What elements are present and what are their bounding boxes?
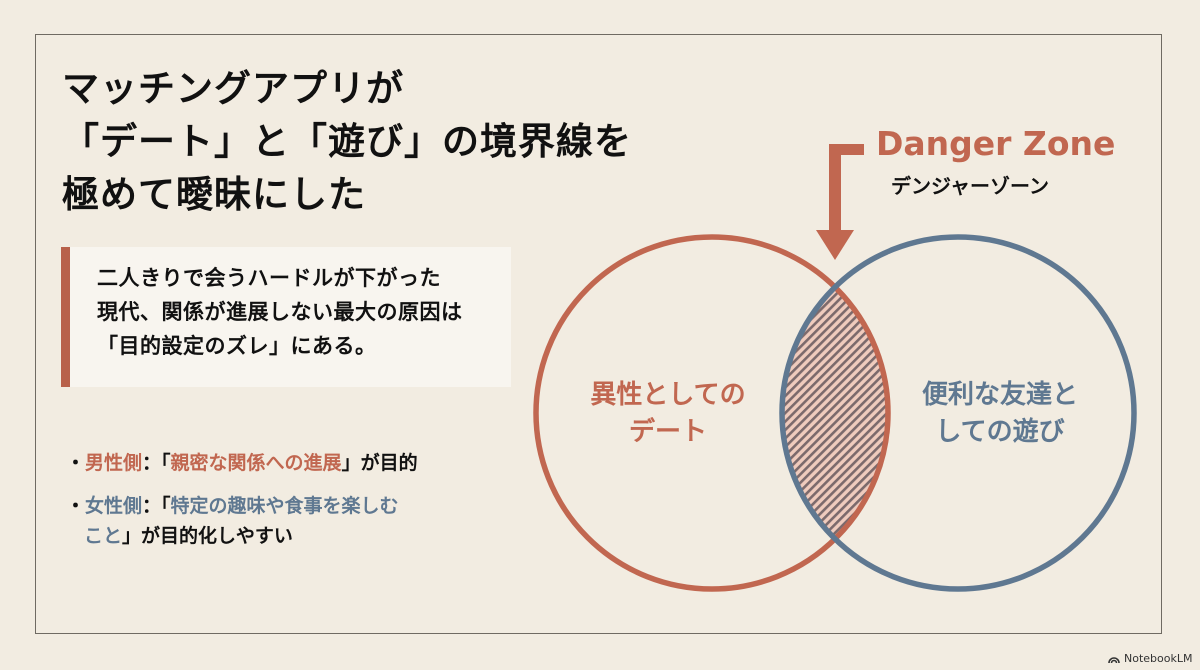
notebooklm-brand: NotebookLM [1108, 652, 1192, 665]
date-circle [533, 234, 891, 592]
bullet-tail: 」が目的化しやすい [122, 525, 293, 547]
bullet-highlight: 特定の趣味や食事を楽しむ [170, 495, 399, 517]
venn-label-line: しての遊び [935, 417, 1065, 447]
bullet-highlight: 親密な関係への進展 [170, 452, 342, 474]
bullet-dot: ・ [66, 495, 86, 517]
venn-label-line: デート [628, 417, 707, 447]
title-line: 極めて曖昧にした [62, 173, 366, 216]
callout-line: 現代、関係が進展しない最大の原因は [97, 300, 463, 324]
slide-frame [35, 34, 1162, 634]
venn-label-line: 異性としての [590, 380, 746, 410]
venn-label-left: 異性としての デート [578, 377, 758, 451]
bullet-tail: 」が目的 [341, 452, 418, 474]
brand-label: NotebookLM [1124, 652, 1193, 665]
bullet-list: ・男性側：「親密な関係への進展」が目的 ・女性側：「特定の趣味や食事を楽しむ こ… [66, 448, 418, 564]
slide-title: マッチングアプリが 「デート」と「遊び」の境界線を 極めて曖昧にした [62, 62, 632, 221]
bullet-subject: 女性側 [85, 495, 143, 517]
danger-zone-subtitle: デンジャーゾーン [891, 174, 1049, 198]
callout-line: 「目的設定のズレ」にある。 [97, 334, 377, 358]
bullet-highlight-cont: こと [84, 525, 123, 547]
bullet-item-male: ・男性側：「親密な関係への進展」が目的 [66, 448, 418, 478]
play-circle [779, 234, 1137, 592]
notebooklm-logo-icon [1108, 656, 1120, 663]
danger-arrow-icon [816, 144, 864, 260]
title-line: マッチングアプリが [62, 67, 404, 110]
bullet-continuation: こと」が目的化しやすい [66, 521, 418, 551]
bullet-item-female: ・女性側：「特定の趣味や食事を楽しむ こと」が目的化しやすい [66, 491, 418, 551]
callout-box: 二人きりで会うハードルが下がった 現代、関係が進展しない最大の原因は 「目的設定… [61, 247, 511, 387]
bullet-separator: ：「 [142, 452, 171, 474]
danger-zone-title: Danger Zone [876, 124, 1116, 163]
bullet-separator: ：「 [142, 495, 171, 517]
callout-line: 二人きりで会うハードルが下がった [97, 266, 441, 290]
bullet-dot: ・ [66, 452, 86, 474]
venn-label-right: 便利な友達と しての遊び [910, 377, 1090, 451]
bullet-subject: 男性側 [85, 452, 143, 474]
venn-label-line: 便利な友達と [921, 380, 1078, 410]
title-line: 「デート」と「遊び」の境界線を [62, 120, 632, 163]
